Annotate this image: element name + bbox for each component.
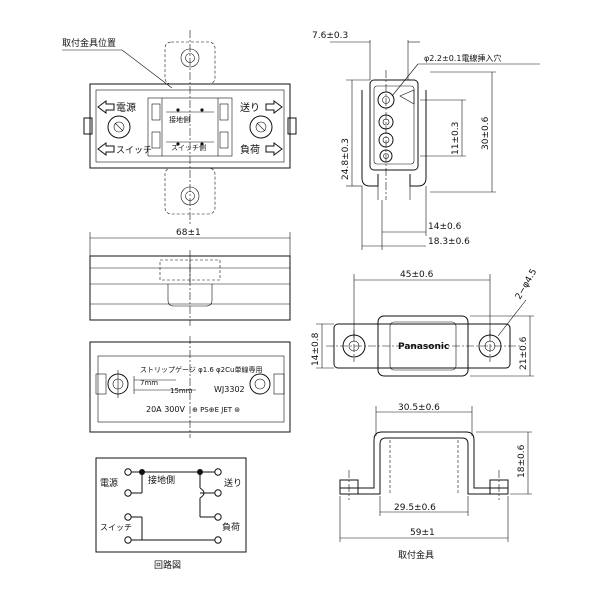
label-send: 送り xyxy=(240,101,260,114)
strip-7mm: 7mm xyxy=(140,379,158,387)
brand-label: Panasonic xyxy=(398,342,449,352)
top-view: 68±1 xyxy=(89,228,291,326)
dim-18: 18±0.6 xyxy=(517,444,527,478)
dim-45: 45±0.6 xyxy=(400,270,434,280)
dim-14-8: 14±0.8 xyxy=(311,332,321,366)
dim-2-phi-4-5: 2−φ4.5 xyxy=(514,267,539,301)
bracket-top-view: 45±0.6 Panasonic 2−φ4.5 14±0.8 21±0.6 xyxy=(311,267,539,377)
circuit-send: 送り xyxy=(224,477,242,489)
label-mount-position: 取付金具位置 xyxy=(62,37,116,49)
label-load: 負荷 xyxy=(240,144,260,156)
dim-24-8: 24.8±0.3 xyxy=(341,138,351,180)
dim-14: 14±0.6 xyxy=(428,222,462,232)
strip-gauge-label: ストリップゲージ φ1.6 φ2Cu単線専用 xyxy=(140,365,262,374)
dim-59: 59±1 xyxy=(410,528,435,538)
label-power: 電源 xyxy=(116,101,136,114)
label-switch-side-small: スイッチ側 xyxy=(171,143,206,152)
dim-29-5: 29.5±0.6 xyxy=(394,503,436,513)
circuit-diagram: 電源 接地側 送り スイッチ 負荷 回路図 xyxy=(95,457,247,571)
bottom-view: ストリップゲージ φ1.6 φ2Cu単線専用 7mm 15mm WJ3302 2… xyxy=(89,336,291,438)
dim-30-5: 30.5±0.6 xyxy=(398,403,440,413)
circuit-ground-side: 接地側 xyxy=(148,474,175,486)
front-view: 電源 送り スイッチ 負荷 接地側 スイッチ側 取付金具位置 xyxy=(62,30,297,225)
label-ground-side-small: 接地側 xyxy=(169,115,190,124)
bracket-caption: 取付金具 xyxy=(398,549,434,561)
brand-marks: ⊕ PS⊕E JET ⊛ xyxy=(192,406,240,414)
bracket-side-view: 30.5±0.6 18±0.6 29.5±0.6 59±1 取付金具 xyxy=(339,403,532,561)
model-label: WJ3302 xyxy=(214,385,245,394)
circuit-caption: 回路図 xyxy=(154,559,181,571)
dim-18-3: 18.3±0.6 xyxy=(428,237,470,247)
circuit-power: 電源 xyxy=(100,478,118,489)
rating-label: 20A 300V xyxy=(146,405,185,414)
side-view: 7.6±0.3 φ2.2±0.1電線挿入穴 24.8±0.3 11±0.3 30… xyxy=(312,31,540,250)
circuit-load: 負荷 xyxy=(222,521,240,533)
dim-21: 21±0.6 xyxy=(519,336,529,370)
cable-hole-label: φ2.2±0.1電線挿入穴 xyxy=(424,53,501,63)
dim-30: 30±0.6 xyxy=(481,116,491,150)
label-switch: スイッチ xyxy=(116,145,152,156)
dim-68: 68±1 xyxy=(176,228,201,238)
circuit-switch: スイッチ xyxy=(100,523,132,532)
dim-7-6: 7.6±0.3 xyxy=(312,31,348,41)
strip-15mm: 15mm xyxy=(170,387,193,395)
dim-11: 11±0.3 xyxy=(451,122,461,155)
